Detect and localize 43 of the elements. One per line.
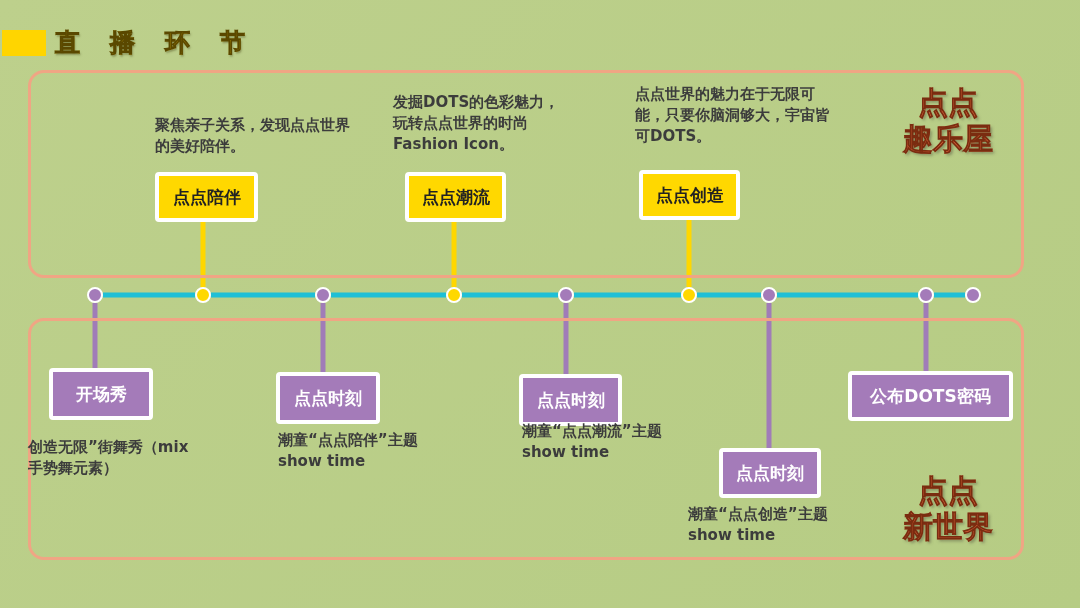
connector-line [923,303,929,371]
description-text: 创造无限”街舞秀（mix手势舞元素） [28,437,190,479]
timeline-dot [681,287,697,303]
timeline-dot [761,287,777,303]
timeline-segment [331,292,446,298]
timeline-segment [211,292,315,298]
description-text: 聚焦亲子关系，发现点点世界的美好陪伴。 [155,115,351,157]
connector-line [563,303,569,374]
connector-line [320,303,326,372]
label-box: 开场秀 [49,368,153,420]
timeline-dot [446,287,462,303]
description-text: 点点世界的魅力在于无限可能，只要你脑洞够大，宇宙皆可DOTS。 [635,84,831,147]
label-box: 点点创造 [639,170,740,220]
label-box: 公布DOTS密码 [848,371,1013,421]
connector-line [451,222,457,287]
section-heading: 点点新世界 [902,473,994,545]
timeline-dot [918,287,934,303]
timeline-dot [87,287,103,303]
section-heading: 点点趣乐屋 [902,85,994,157]
label-box: 点点陪伴 [155,172,258,222]
label-box: 点点时刻 [276,372,380,424]
timeline-segment [462,292,558,298]
timeline-segment [697,292,761,298]
page-title: 直播环节 [55,27,275,59]
connector-line [686,220,692,287]
connector-line [92,303,98,368]
timeline-dot [315,287,331,303]
timeline-dot [965,287,981,303]
timeline-dot [558,287,574,303]
label-box: 点点时刻 [719,448,821,498]
description-text: 潮童“点点创造”主题show time [688,504,829,546]
connector-line [200,222,206,287]
timeline-dot [195,287,211,303]
timeline-segment [934,292,965,298]
timeline-segment [103,292,195,298]
timeline-segment [574,292,681,298]
section-panel [28,70,1024,278]
description-text: 潮童“点点陪伴”主题show time [278,430,418,472]
timeline-segment [777,292,918,298]
label-box: 点点潮流 [405,172,506,222]
connector-line [766,303,772,448]
section-panel [28,318,1024,560]
description-text: 发掘DOTS的色彩魅力，玩转点点世界的时尚Fashion Icon。 [393,92,561,155]
